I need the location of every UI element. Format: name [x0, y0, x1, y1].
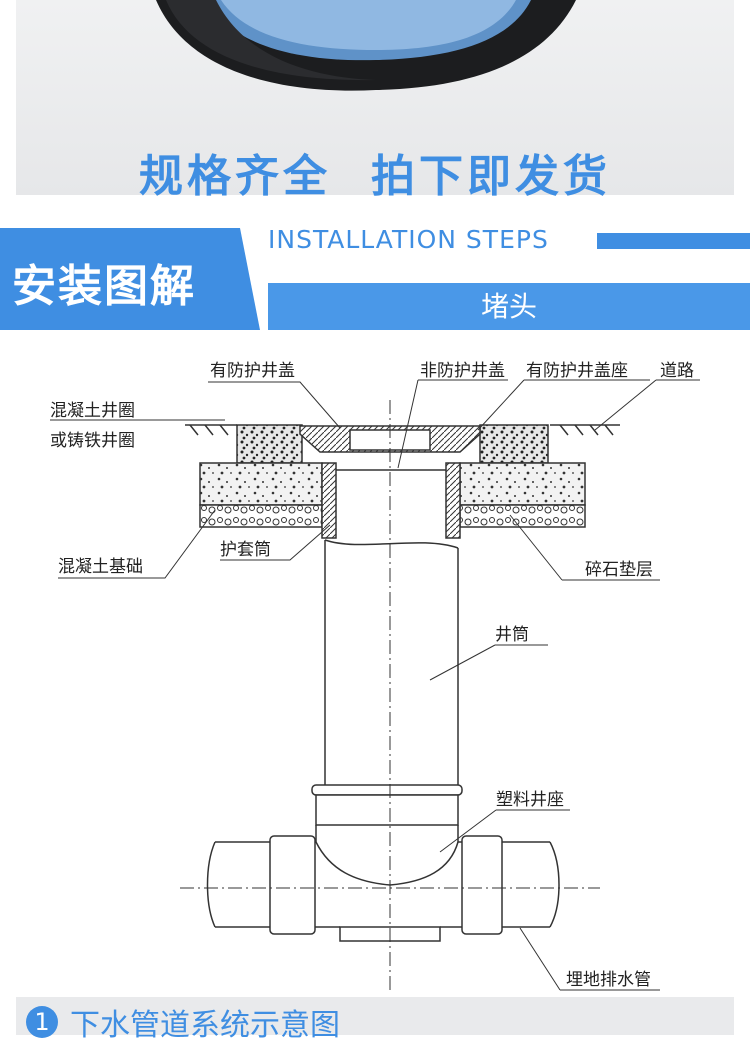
right-concrete-ring	[479, 424, 549, 464]
section-subtitle: INSTALLATION STEPS	[268, 225, 549, 254]
product-name-bar: 堵头	[268, 283, 750, 330]
label-shaft: 井筒	[495, 625, 529, 645]
shaft-pipe	[324, 469, 459, 785]
label-concrete-foundation: 混凝土基础	[58, 557, 143, 577]
label-protected-cover: 有防护井盖	[210, 361, 295, 381]
right-gravel	[459, 504, 586, 528]
hero-banner: 规格齐全拍下即发货	[16, 0, 734, 202]
caption-number: 1	[26, 1006, 58, 1038]
section-title: 安装图解	[12, 261, 196, 312]
caption-bar	[16, 997, 734, 1035]
label-protected-cover-seat: 有防护井盖座	[526, 361, 628, 381]
section-title-bar	[0, 228, 260, 330]
slogan-left: 规格齐全	[139, 151, 331, 202]
label-concrete-ring: 混凝土井圈	[50, 401, 135, 421]
label-sleeve: 护套筒	[220, 540, 271, 560]
label-plastic-base: 塑料井座	[496, 790, 564, 810]
right-foundation	[459, 462, 586, 506]
label-road: 道路	[660, 361, 694, 381]
left-sleeve	[321, 462, 337, 539]
slogan-right: 拍下即发货	[371, 151, 611, 202]
label-buried-drain: 埋地排水管	[566, 970, 651, 990]
hero-slogan: 规格齐全拍下即发货	[16, 140, 734, 204]
right-sleeve	[445, 462, 461, 539]
sewer-system-diagram: 有防护井盖 非防护井盖 有防护井盖座 道路 混凝土井圈 或铸铁井圈 混凝土基础 …	[50, 361, 700, 991]
product-photo	[156, 0, 576, 91]
label-gravel-layer: 碎石垫层	[585, 560, 653, 580]
drain-pipe	[206, 835, 560, 942]
caption-text: 下水管道系统示意图	[70, 1008, 340, 1043]
ground-line	[185, 424, 620, 436]
subtitle-accent-line	[597, 233, 750, 249]
label-cast-iron-ring: 或铸铁井圈	[50, 431, 135, 451]
left-foundation	[199, 462, 323, 506]
left-concrete-ring	[236, 424, 303, 464]
left-gravel	[199, 504, 323, 528]
plastic-base	[275, 784, 500, 886]
label-unprotected-cover: 非防护井盖	[420, 361, 505, 381]
leader-lines	[50, 379, 700, 991]
